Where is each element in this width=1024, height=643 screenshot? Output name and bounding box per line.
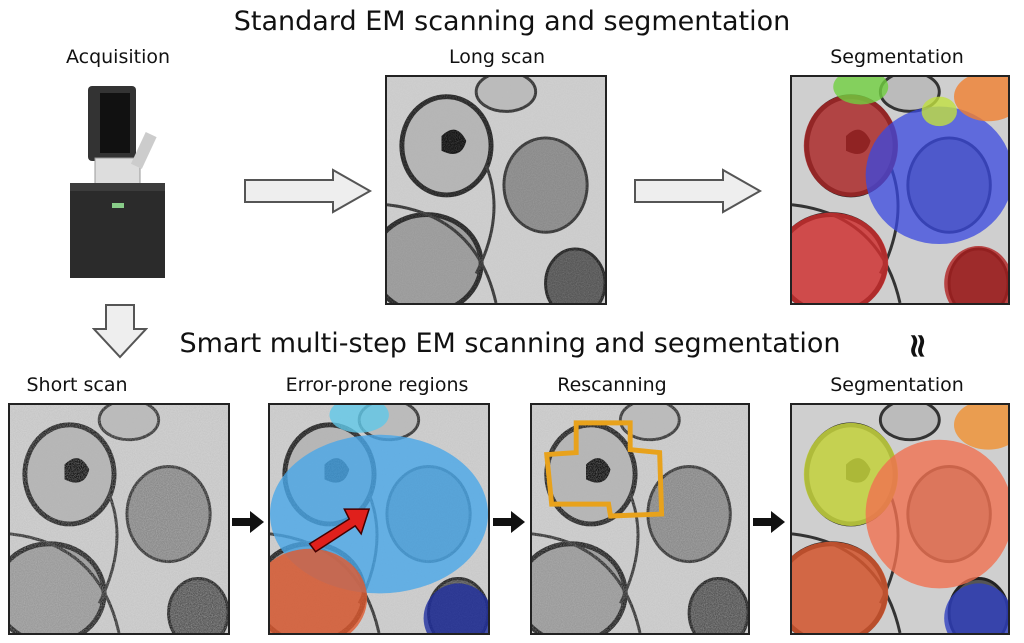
long-scan-image xyxy=(385,75,607,305)
small-arrow-1 xyxy=(232,511,264,533)
rescanning-image xyxy=(530,403,750,635)
segmentation-bottom-image xyxy=(790,403,1010,635)
error-prone-image xyxy=(268,403,490,635)
right-arrow-2 xyxy=(634,168,763,214)
short-scan-image xyxy=(8,403,230,635)
approx-symbol: ≈ xyxy=(898,331,938,361)
smart-title: Smart multi-step EM scanning and segment… xyxy=(179,328,841,359)
short-scan-label: Short scan xyxy=(26,374,128,396)
long-scan-label: Long scan xyxy=(448,46,546,68)
small-arrow-3 xyxy=(753,511,785,533)
right-arrow-1 xyxy=(244,168,373,214)
standard-title: Standard EM scanning and segmentation xyxy=(233,6,791,37)
acquisition-label: Acquisition xyxy=(65,46,171,68)
segmentation-top-label: Segmentation xyxy=(830,46,964,68)
segmentation-bottom-label: Segmentation xyxy=(830,374,964,396)
small-arrow-2 xyxy=(493,511,525,533)
rescanning-label: Rescanning xyxy=(557,374,667,396)
microscope-image xyxy=(70,86,165,278)
down-arrow xyxy=(92,304,148,359)
error-prone-label: Error-prone regions xyxy=(285,374,469,396)
segmentation-top-image xyxy=(790,75,1010,305)
